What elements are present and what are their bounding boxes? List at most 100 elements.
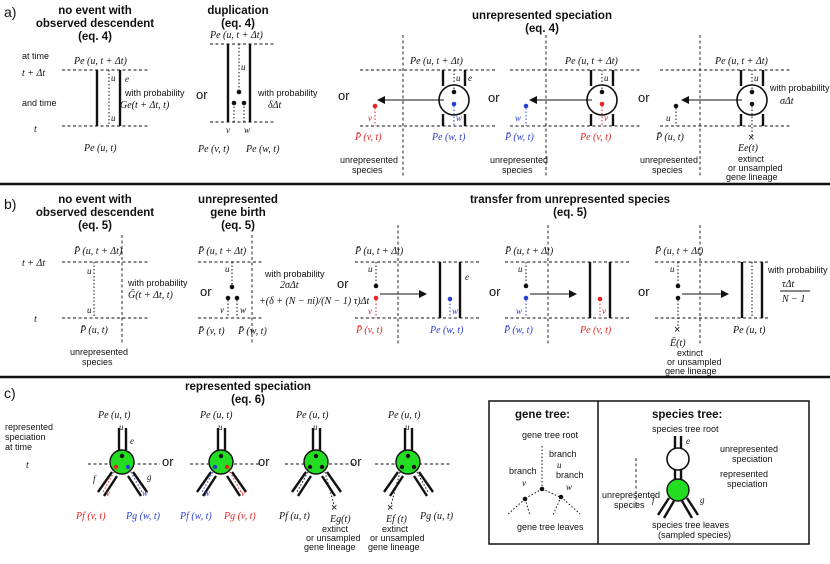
represented-speciation-label: speciation — [5, 432, 46, 442]
extinct-label: gene lineage — [726, 172, 778, 182]
legend-label: species — [614, 500, 645, 510]
gene-node — [411, 464, 417, 470]
probability-label: Pf (w, t) — [179, 511, 212, 522]
probability-formula: Ge(t + Δt, t) — [120, 100, 170, 111]
legend-label: (sampled species) — [658, 530, 731, 540]
title: observed descendent — [36, 207, 154, 219]
gene-node — [307, 464, 313, 470]
speciation-case-3: Pe (u, t) × u Pf (u, t) Eg(t) extinct or… — [278, 410, 361, 552]
probability-label: Pe (u, t + Δt) — [564, 56, 619, 67]
lineage-label: u — [87, 305, 92, 315]
lineage-label: u — [405, 422, 410, 432]
species-branch — [656, 497, 671, 516]
represented-speciation-label: represented — [5, 422, 53, 432]
represented-speciation-label: at time — [5, 442, 32, 452]
probability-label: Pe (u, t) — [295, 410, 329, 421]
title: unrepresented speciation — [472, 10, 612, 22]
legend-label: unrepresented — [720, 444, 778, 454]
legend-label: e — [686, 436, 690, 446]
lineage-label: w — [142, 488, 148, 498]
legend-label: f — [652, 495, 656, 505]
probability-text: with probability — [257, 88, 318, 98]
gene-node — [313, 453, 319, 459]
legend-label: species tree root — [652, 424, 719, 434]
lineage-label: w — [240, 305, 246, 315]
and-time-label: and time — [22, 98, 57, 108]
extinct-label: gene lineage — [368, 542, 420, 552]
gene-lineage — [390, 471, 401, 506]
time-label: t — [26, 460, 29, 471]
legend-box — [488, 400, 810, 545]
or-label: or — [338, 88, 350, 103]
legend-label: speciation — [727, 479, 768, 489]
probability-label: Pe (u, t + Δt) — [209, 30, 264, 41]
probability-formula: δΔt — [268, 100, 282, 111]
gene-node — [599, 89, 605, 95]
species-branch — [126, 475, 143, 497]
lineage-label: u — [87, 266, 92, 276]
probability-label: Pe (u, t) — [97, 410, 131, 421]
unrepresented-species-label: unrepresented — [490, 155, 548, 165]
probability-label: Pg (v, t) — [223, 511, 256, 522]
probability-label: P̄ (u, t + Δt) — [73, 245, 123, 257]
probability-formula: Ḡ(t + Δt, t) — [128, 289, 174, 301]
gene-node — [523, 283, 529, 289]
represented-speciation-node — [109, 449, 135, 475]
lineage-label: u — [456, 73, 461, 83]
species-branch — [326, 471, 342, 493]
probability-label: P̄ (w, t) — [504, 131, 534, 143]
gene-node-red — [113, 464, 119, 470]
species-branch — [201, 475, 218, 497]
duplication-node — [236, 89, 242, 95]
lineage-label: u — [111, 73, 116, 83]
title: observed descendent — [36, 18, 154, 30]
probability-text: with probability — [767, 265, 828, 275]
represented-speciation-node — [303, 449, 329, 475]
lineage-label: w — [204, 488, 210, 498]
title: (eq. 5) — [78, 220, 112, 232]
extinct-label: gene lineage — [665, 366, 717, 376]
gene-node — [319, 464, 325, 470]
lineage-label: u — [518, 264, 523, 274]
probability-label: Pe (v, t) — [579, 132, 612, 143]
gene-lineage — [506, 498, 526, 516]
gene-node-red — [224, 464, 230, 470]
probability-label: Pe (w, t) — [431, 132, 466, 143]
extinction-label: Ee(t) — [737, 143, 759, 154]
gene-lineage — [524, 498, 531, 516]
gene-node — [218, 453, 224, 459]
legend-title: species tree: — [652, 409, 722, 421]
species-branch — [102, 475, 119, 497]
branch-label: e — [130, 436, 134, 446]
or-label: or — [638, 90, 650, 105]
species-branch — [418, 471, 434, 493]
gene-node-blue — [212, 464, 218, 470]
branch-label: e — [465, 272, 469, 282]
probability-label: Pe (w, t) — [245, 144, 280, 155]
unrepresented-species-label: species — [82, 357, 113, 367]
or-label: or — [162, 454, 174, 469]
probability-label: Pe (u, t + Δt) — [73, 56, 128, 67]
branch-label: g — [147, 472, 152, 482]
gene-node-red — [597, 296, 603, 302]
title: (eq. 6) — [231, 394, 265, 406]
probability-label: Pf (v, t) — [75, 511, 106, 522]
gene-node — [749, 89, 755, 95]
probability-label: P̄ (u, t) — [79, 324, 109, 336]
gene-node-blue — [523, 103, 529, 109]
lineage-label: w — [452, 306, 458, 316]
extinction-label: Ef (t) — [385, 514, 407, 525]
probability-formula: +(δ + (N − ni)/(N − 1) τ)Δt — [259, 296, 369, 307]
species-branch — [383, 471, 399, 493]
extinction-mark: × — [748, 132, 754, 144]
gene-node — [451, 89, 457, 95]
lineage-label: u — [666, 113, 671, 123]
lineage-label: u — [111, 113, 116, 123]
represented-speciation-node — [666, 478, 690, 502]
probability-label: P̄ (v, t) — [355, 324, 383, 336]
title: (eq. 5) — [553, 207, 587, 219]
lineage-label: w — [456, 113, 462, 123]
legend-label: u — [557, 460, 562, 470]
extinct-label: extinct — [322, 524, 349, 534]
gene-lineage-red — [102, 471, 115, 493]
